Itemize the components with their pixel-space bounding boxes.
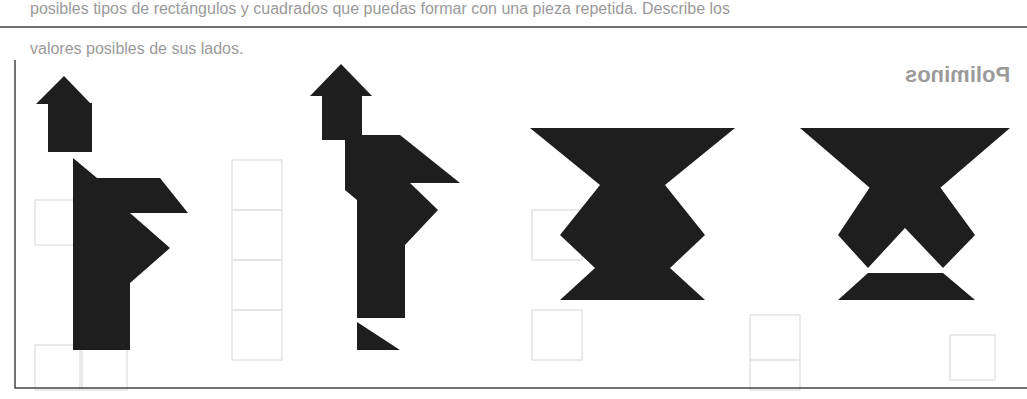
page-frame xyxy=(0,27,1027,388)
bleed-through-text: valores posibles de sus lados. xyxy=(30,40,243,58)
faint-grid xyxy=(35,160,995,390)
bleed-through-text: posibles tipos de rectángulos y cuadrado… xyxy=(30,0,730,18)
silhouettes xyxy=(36,64,1010,350)
bleed-through-heading: Poliminos xyxy=(905,62,1010,88)
